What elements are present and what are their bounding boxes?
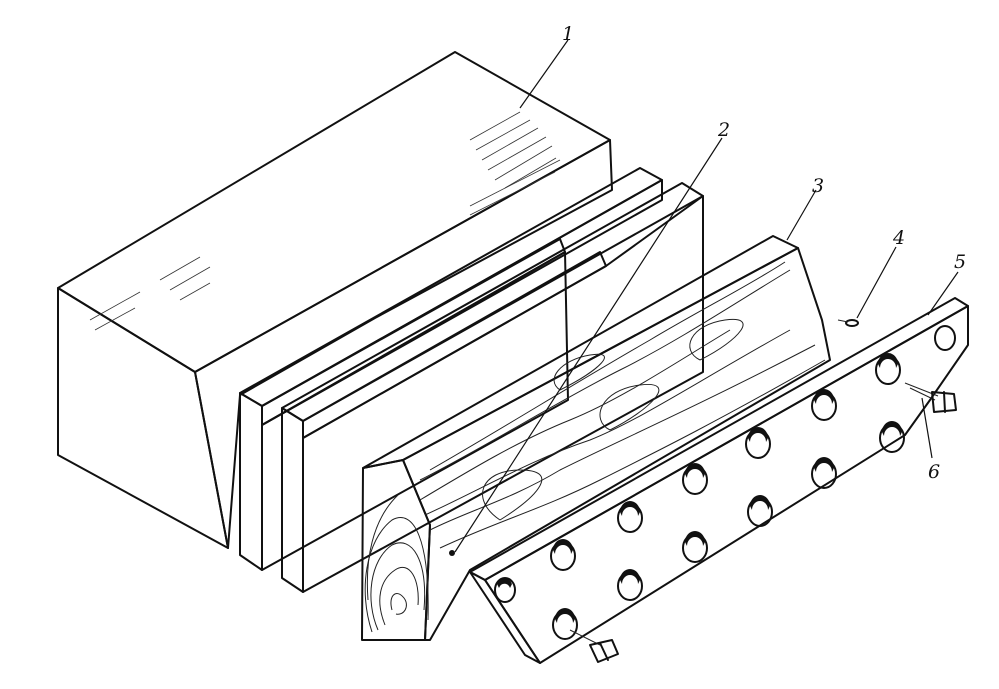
beam-side-face xyxy=(402,247,831,641)
block-front-face xyxy=(57,287,229,549)
block-top-face xyxy=(57,51,611,373)
leader-6 xyxy=(921,397,933,459)
wood-grain xyxy=(364,261,826,633)
leader-lines xyxy=(449,39,959,556)
leader-3 xyxy=(786,189,817,241)
callout-labels: 1 2 3 4 5 6 xyxy=(562,23,966,483)
callout-5: 5 xyxy=(954,251,966,273)
leader-1 xyxy=(519,39,569,109)
leader-5 xyxy=(927,271,959,316)
strip-face xyxy=(484,305,969,664)
strip-holes xyxy=(494,325,956,640)
strip-edge xyxy=(469,571,541,664)
gasket-plate-front xyxy=(281,182,704,593)
block-shading xyxy=(89,111,561,331)
callout-6: 6 xyxy=(928,461,940,483)
perforated-strip-part-5 xyxy=(469,297,969,664)
gasket-plate-rear xyxy=(239,167,663,571)
callout-4: 4 xyxy=(892,227,905,249)
block-part-1 xyxy=(57,51,613,549)
screw-upper xyxy=(904,382,957,413)
callout-2: 2 xyxy=(717,119,730,141)
screw-lower xyxy=(569,629,619,663)
beam-top-face xyxy=(362,235,799,469)
strip-top-edge xyxy=(469,297,969,581)
leader-2 xyxy=(454,137,723,553)
callout-3: 3 xyxy=(812,175,824,197)
wooden-beam-part-3 xyxy=(361,235,831,641)
pin-part-4 xyxy=(837,319,859,327)
leader-4 xyxy=(856,246,897,319)
callout-1: 1 xyxy=(562,23,574,45)
